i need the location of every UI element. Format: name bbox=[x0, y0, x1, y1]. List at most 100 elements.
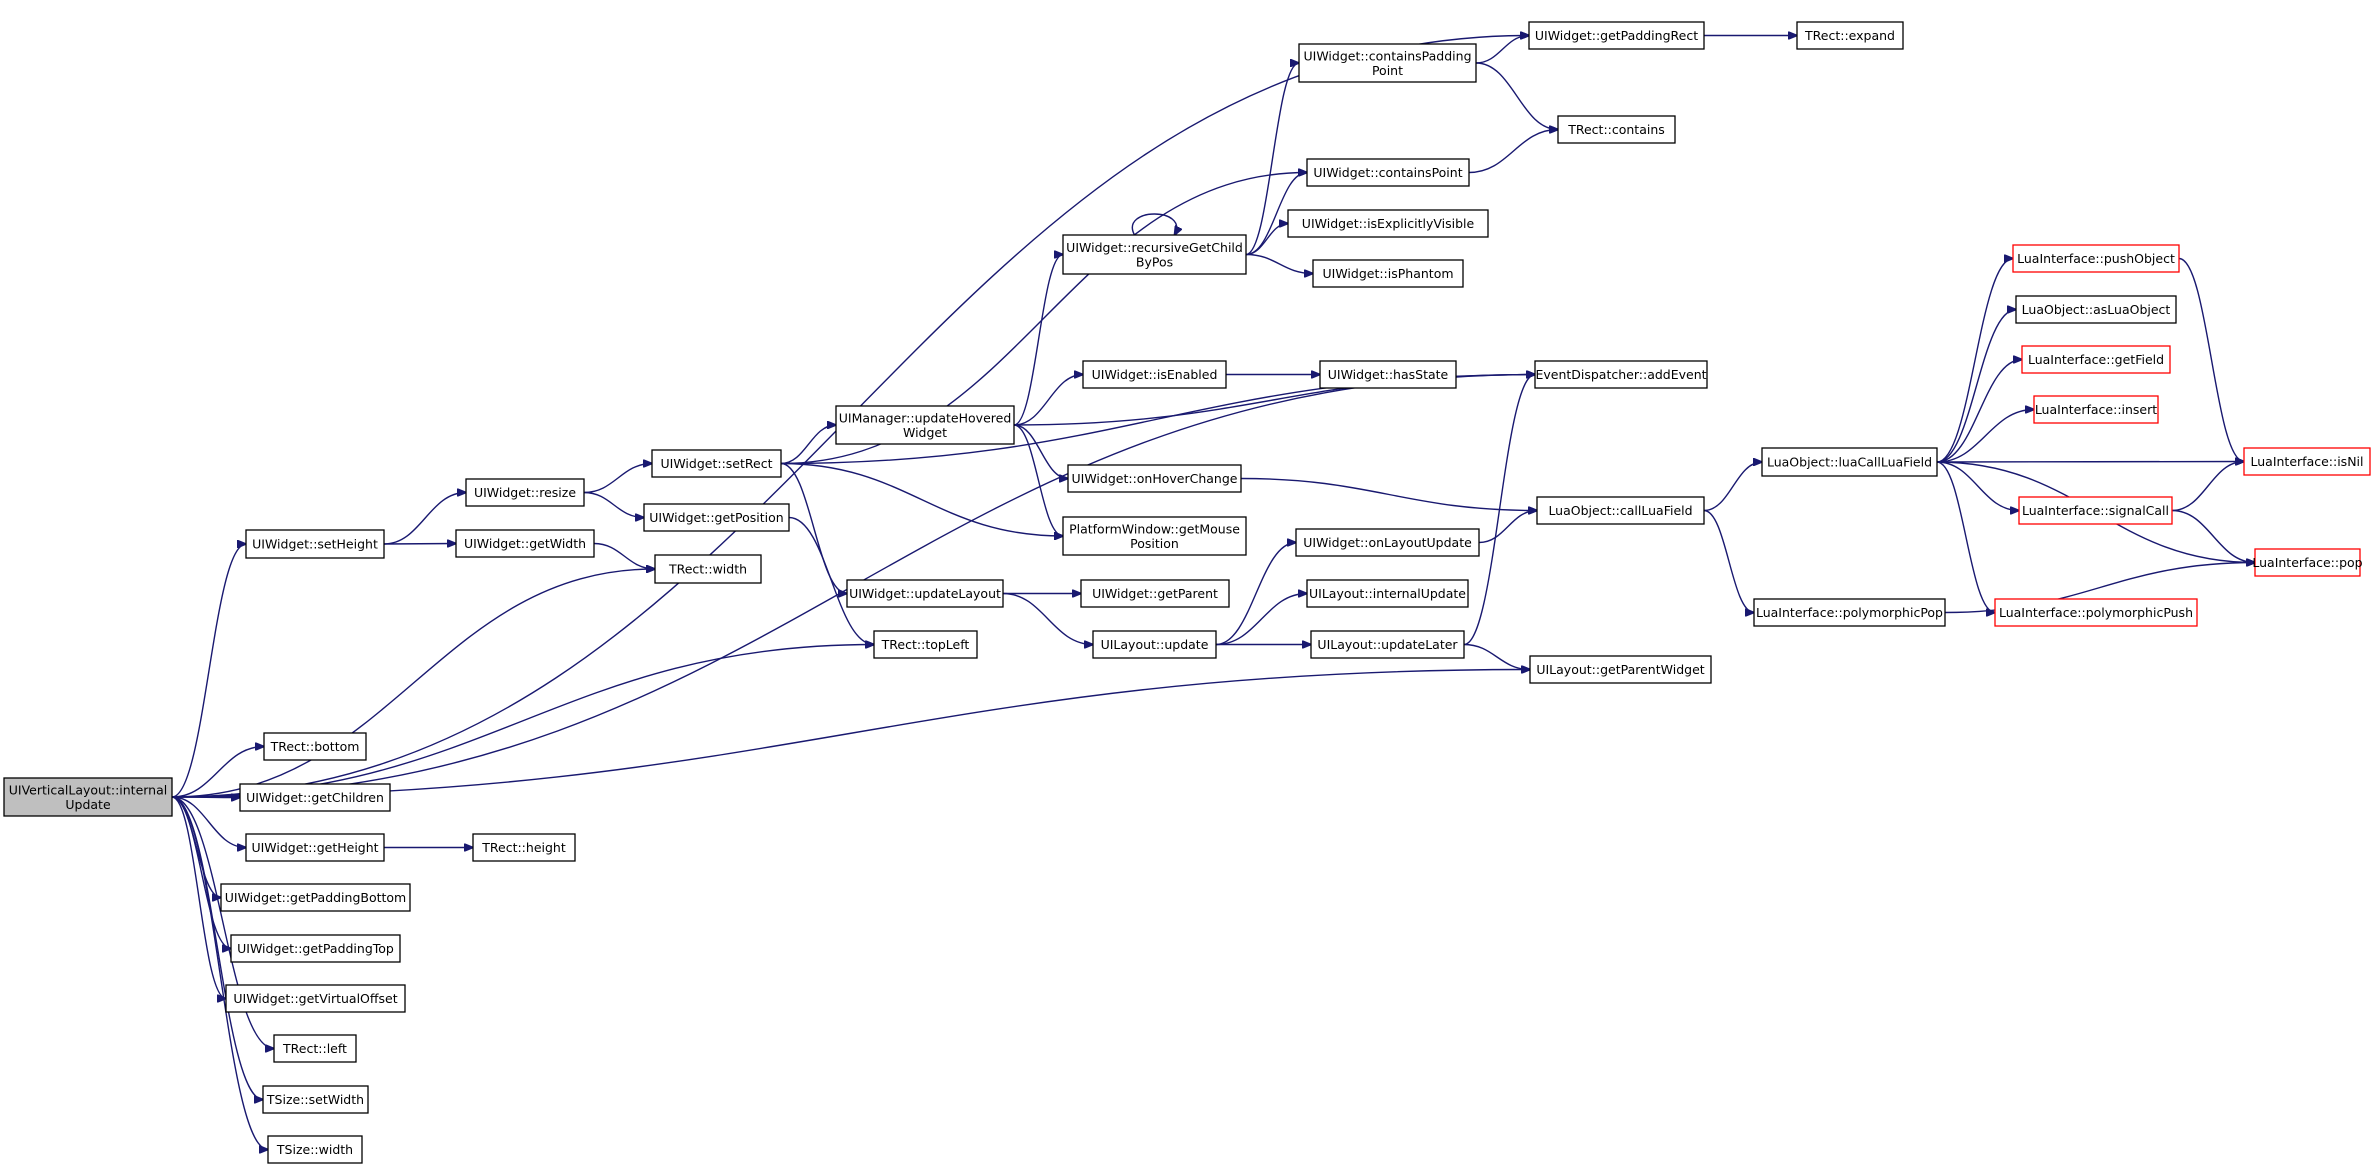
edge-updateLayout-to-layoutUpdate bbox=[1002, 592, 1093, 645]
node-hasState[interactable]: UIWidget::hasState bbox=[1319, 360, 1457, 389]
node-label: UILayout::internalUpdate bbox=[1309, 586, 1466, 601]
node-getChildren[interactable]: UIWidget::getChildren bbox=[239, 783, 391, 812]
node-resize[interactable]: UIWidget::resize bbox=[465, 478, 585, 507]
node-containsPoint[interactable]: UIWidget::containsPoint bbox=[1306, 158, 1470, 187]
node-pop[interactable]: LuaInterface::pop bbox=[2252, 548, 2363, 577]
node-layoutUpdate[interactable]: UILayout::update bbox=[1092, 630, 1217, 659]
node-box bbox=[2012, 244, 2180, 273]
node-getParentWidget[interactable]: UILayout::getParentWidget bbox=[1529, 655, 1712, 684]
node-isNil[interactable]: LuaInterface::isNil bbox=[2243, 447, 2371, 476]
edge-root-to-getHeight bbox=[171, 796, 246, 848]
node-label: UIWidget::onLayoutUpdate bbox=[1303, 535, 1472, 550]
edge-luaCallLuaField-to-insert bbox=[1936, 410, 2034, 463]
node-getParent[interactable]: UIWidget::getParent bbox=[1080, 579, 1230, 608]
node-expand[interactable]: TRect::expand bbox=[1796, 21, 1904, 50]
node-root[interactable]: UIVerticalLayout::internalUpdate bbox=[3, 777, 173, 817]
node-label: TRect::topLeft bbox=[881, 637, 970, 652]
node-label: Position bbox=[1130, 536, 1179, 551]
edge-pushObject-to-isNil bbox=[2178, 257, 2244, 462]
edge-recursiveGetChild-to-isExplicitlyVisible bbox=[1245, 224, 1288, 256]
node-setWidth[interactable]: TSize::setWidth bbox=[262, 1085, 369, 1114]
node-getHeight[interactable]: UIWidget::getHeight bbox=[245, 833, 385, 862]
node-label: UIWidget::isExplicitlyVisible bbox=[1302, 216, 1475, 231]
node-box bbox=[1319, 360, 1457, 389]
node-label: TSize::width bbox=[276, 1142, 353, 1157]
node-label: Update bbox=[65, 797, 111, 812]
node-signalCall[interactable]: LuaInterface::signalCall bbox=[2018, 496, 2173, 525]
node-onHoverChange[interactable]: UIWidget::onHoverChange bbox=[1067, 464, 1242, 493]
node-rectHeight[interactable]: TRect::height bbox=[472, 833, 576, 862]
node-label: UIWidget::setRect bbox=[661, 456, 773, 471]
node-label: UIWidget::getParent bbox=[1092, 586, 1218, 601]
node-getPosition[interactable]: UIWidget::getPosition bbox=[643, 503, 790, 532]
node-setRect[interactable]: UIWidget::setRect bbox=[651, 449, 782, 478]
edge-signalCall-to-pop bbox=[2171, 509, 2255, 563]
node-getPaddingRect[interactable]: UIWidget::getPaddingRect bbox=[1528, 21, 1705, 50]
node-left[interactable]: TRect::left bbox=[273, 1034, 357, 1063]
node-isPhantom[interactable]: UIWidget::isPhantom bbox=[1312, 259, 1464, 288]
edge-callLuaField-to-polymorphicPop bbox=[1703, 509, 1754, 613]
node-box bbox=[1761, 447, 1938, 477]
node-luaCallLuaField[interactable]: LuaObject::luaCallLuaField bbox=[1761, 447, 1938, 477]
node-box bbox=[262, 1085, 369, 1114]
node-getWidth[interactable]: UIWidget::getWidth bbox=[455, 529, 595, 558]
node-label: LuaObject::callLuaField bbox=[1548, 503, 1692, 518]
edge-updateHovered-to-getMousePosition bbox=[1013, 424, 1063, 536]
node-box bbox=[1062, 234, 1247, 275]
node-getPaddingTop[interactable]: UIWidget::getPaddingTop bbox=[230, 934, 401, 963]
edge-root-to-tsizeWidth bbox=[171, 796, 268, 1150]
node-box bbox=[267, 1135, 363, 1164]
node-bottom[interactable]: TRect::bottom bbox=[263, 732, 367, 761]
node-label: UIWidget::getWidth bbox=[464, 536, 586, 551]
node-label: TRect::left bbox=[282, 1041, 347, 1056]
node-tsizeWidth[interactable]: TSize::width bbox=[267, 1135, 363, 1164]
node-label: UIWidget::getPaddingRect bbox=[1535, 28, 1698, 43]
edge-root-to-rectWidth bbox=[171, 569, 655, 798]
node-onLayoutUpdate[interactable]: UIWidget::onLayoutUpdate bbox=[1295, 528, 1480, 557]
node-box bbox=[1295, 528, 1480, 557]
node-box bbox=[873, 630, 978, 659]
node-box bbox=[1062, 516, 1247, 556]
edge-luaCallLuaField-to-asLuaObject bbox=[1936, 310, 2016, 463]
node-label: UIManager::updateHovered bbox=[839, 410, 1012, 425]
node-setHeight[interactable]: UIWidget::setHeight bbox=[245, 529, 385, 559]
node-box bbox=[465, 478, 585, 507]
node-updateLater[interactable]: UILayout::updateLater bbox=[1310, 630, 1465, 659]
node-box bbox=[651, 449, 782, 478]
node-insert[interactable]: LuaInterface::insert bbox=[2033, 395, 2159, 424]
node-getVirtualOffset[interactable]: UIWidget::getVirtualOffset bbox=[225, 984, 406, 1013]
node-box bbox=[654, 554, 762, 584]
edge-signalCall-to-isNil bbox=[2171, 462, 2244, 512]
node-topLeft[interactable]: TRect::topLeft bbox=[873, 630, 978, 659]
node-rectContains[interactable]: TRect::contains bbox=[1557, 115, 1676, 144]
node-rectWidth[interactable]: TRect::width bbox=[654, 554, 762, 584]
node-box bbox=[1310, 630, 1465, 659]
node-box bbox=[1796, 21, 1904, 50]
node-box bbox=[1287, 209, 1489, 238]
node-label: UIWidget::getChildren bbox=[246, 790, 384, 805]
node-polymorphicPop[interactable]: LuaInterface::polymorphicPop bbox=[1753, 598, 1946, 627]
node-updateLayout[interactable]: UIWidget::updateLayout bbox=[846, 579, 1004, 608]
node-box bbox=[2033, 395, 2159, 424]
node-callLuaField[interactable]: LuaObject::callLuaField bbox=[1536, 496, 1705, 525]
node-polymorphicPush[interactable]: LuaInterface::polymorphicPush bbox=[1994, 598, 2198, 627]
edge-containsPaddingPoint-to-getPaddingRect bbox=[1475, 36, 1529, 64]
node-box bbox=[1994, 598, 2198, 627]
node-label: EventDispatcher::addEvent bbox=[1535, 367, 1706, 382]
node-isExplicitlyVisible[interactable]: UIWidget::isExplicitlyVisible bbox=[1287, 209, 1489, 238]
node-label: LuaInterface::getField bbox=[2028, 352, 2164, 367]
node-getPaddingBottom[interactable]: UIWidget::getPaddingBottom bbox=[220, 883, 411, 912]
node-getField[interactable]: LuaInterface::getField bbox=[2021, 345, 2171, 374]
node-isEnabled[interactable]: UIWidget::isEnabled bbox=[1082, 360, 1227, 389]
node-asLuaObject[interactable]: LuaObject::asLuaObject bbox=[2015, 295, 2177, 324]
node-label: UIWidget::onHoverChange bbox=[1072, 471, 1238, 486]
node-addEvent[interactable]: EventDispatcher::addEvent bbox=[1534, 360, 1708, 389]
node-internalUpdate[interactable]: UILayout::internalUpdate bbox=[1306, 579, 1469, 608]
node-pushObject[interactable]: LuaInterface::pushObject bbox=[2012, 244, 2180, 273]
edge-resize-to-getPosition bbox=[583, 491, 644, 518]
edge-updateHovered-to-isEnabled bbox=[1013, 375, 1083, 426]
